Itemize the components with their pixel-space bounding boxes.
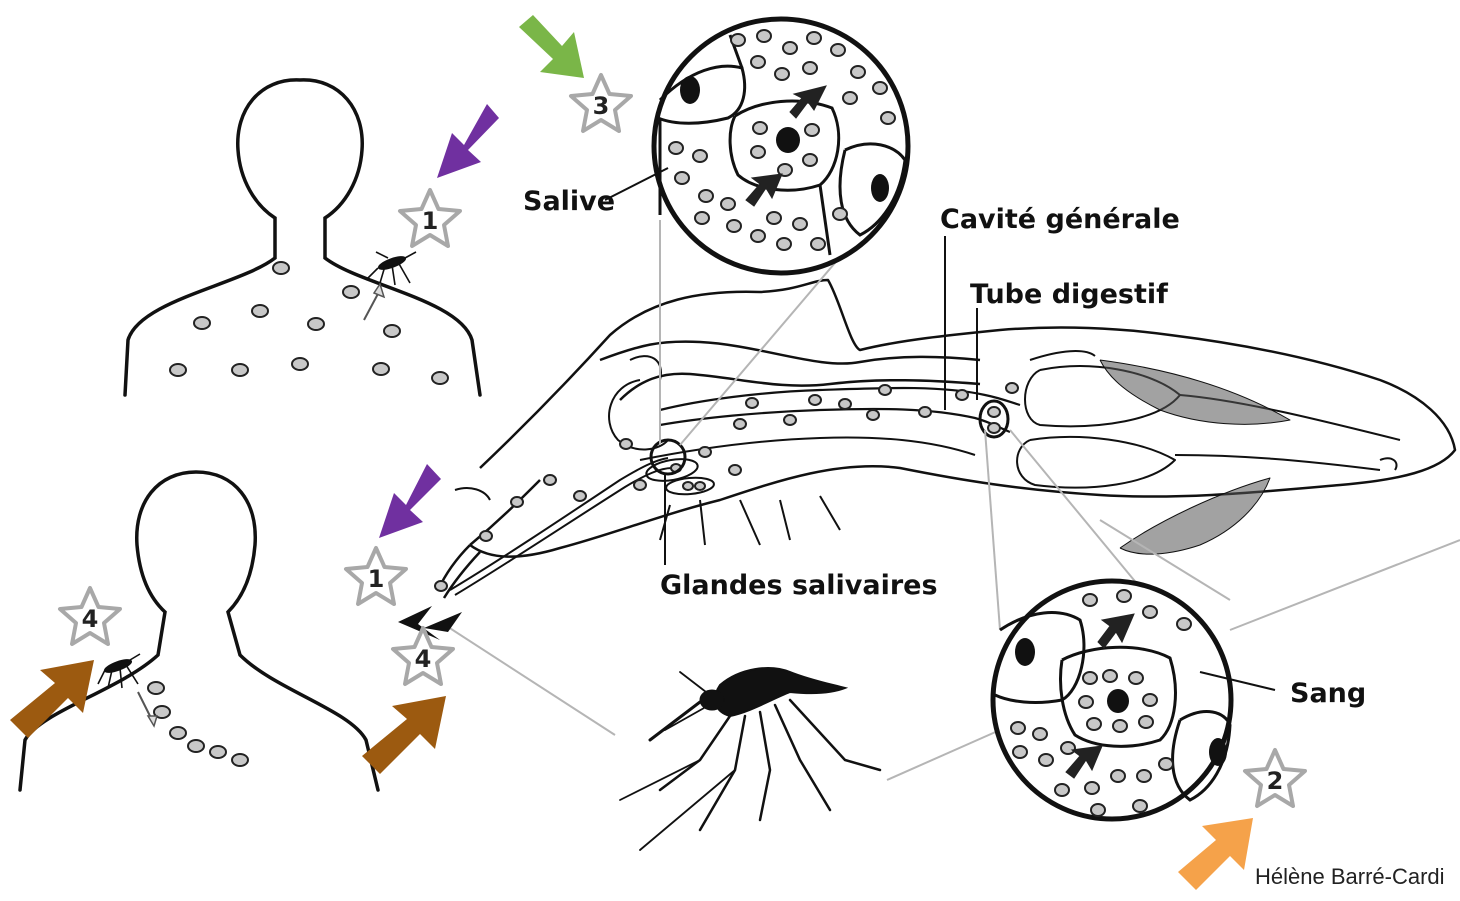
svg-text:3: 3 <box>593 92 610 120</box>
step-star-4-left: 4 <box>60 588 120 644</box>
step-star-1-mid: 1 <box>346 548 406 604</box>
label-sang: Sang <box>1290 678 1366 709</box>
parasites-gut-ring <box>988 407 1000 433</box>
arrow-purple-top <box>437 104 499 178</box>
parasites-bottom-neck <box>148 682 248 766</box>
arrow-orange <box>1178 818 1253 890</box>
bite-marker <box>398 606 462 640</box>
svg-text:2: 2 <box>1267 767 1284 795</box>
label-glandes-salivaires: Glandes salivaires <box>660 570 938 601</box>
label-salive: Salive <box>523 186 615 217</box>
mosquito-silhouette <box>620 668 880 850</box>
salivary-duct <box>450 458 672 595</box>
arrow-brown-right <box>362 696 446 774</box>
label-cavite-generale: Cavité générale <box>940 204 1180 235</box>
hatched-organ-upper <box>1100 360 1290 424</box>
parasites-top-body <box>170 262 448 384</box>
arrow-purple-mid <box>379 464 441 538</box>
author-credit: Hélène Barré-Cardi <box>1255 864 1445 889</box>
zoom-circle-gut <box>993 581 1275 819</box>
svg-text:1: 1 <box>368 565 385 593</box>
arrow-brown-left <box>10 660 94 738</box>
step-star-4-right: 4 <box>393 628 453 684</box>
arrow-green <box>519 15 584 78</box>
svg-text:4: 4 <box>415 645 432 673</box>
svg-text:1: 1 <box>422 207 439 235</box>
mosquito-anatomy <box>438 280 1455 598</box>
svg-text:4: 4 <box>82 605 99 633</box>
hatched-organ-lower <box>1120 478 1270 554</box>
step-star-3: 3 <box>571 75 631 131</box>
step-star-1-top: 1 <box>400 190 460 246</box>
step-star-2: 2 <box>1245 750 1305 806</box>
label-tube-digestif: Tube digestif <box>970 279 1168 310</box>
leg-stubs <box>455 488 840 545</box>
parasites-anatomy <box>435 383 1018 591</box>
zoom-circle-salivary <box>654 19 908 273</box>
